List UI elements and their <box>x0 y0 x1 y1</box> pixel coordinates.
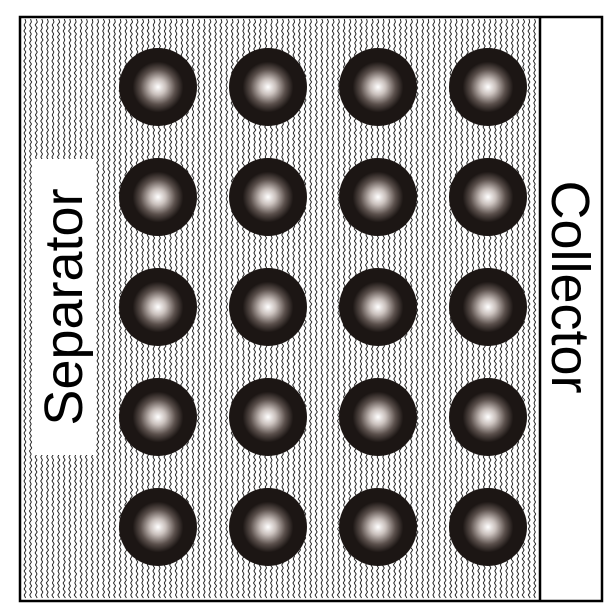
fiber-line <box>533 19 535 598</box>
particle <box>119 48 197 126</box>
fiber-line <box>433 19 435 598</box>
fiber-line <box>326 19 328 598</box>
fiber-line <box>113 19 115 598</box>
fiber-line <box>24 19 26 598</box>
fiber-line <box>427 19 429 598</box>
fiber-line <box>444 19 446 598</box>
particle <box>229 268 307 346</box>
separator-label: Separator <box>37 188 91 425</box>
particle <box>449 488 527 566</box>
fiber-line <box>421 19 423 598</box>
particle <box>339 488 417 566</box>
particle-grid <box>119 48 527 566</box>
particle <box>339 158 417 236</box>
fiber-line <box>528 19 530 598</box>
fiber-line <box>29 19 31 598</box>
fiber-line <box>203 19 205 598</box>
fiber-line <box>225 19 227 598</box>
particle <box>449 158 527 236</box>
fiber-line <box>108 19 110 598</box>
fiber-line <box>438 19 440 598</box>
particle <box>339 268 417 346</box>
particle <box>339 378 417 456</box>
fiber-line <box>197 19 199 598</box>
fiber-line <box>309 19 311 598</box>
particle <box>229 488 307 566</box>
particle <box>229 158 307 236</box>
fiber-line <box>214 19 216 598</box>
particle <box>449 268 527 346</box>
particle <box>119 488 197 566</box>
particle <box>119 158 197 236</box>
fiber-line <box>321 19 323 598</box>
particle <box>229 378 307 456</box>
fiber-line <box>315 19 317 598</box>
fiber-line <box>220 19 222 598</box>
particle <box>229 48 307 126</box>
fiber-line <box>102 19 104 598</box>
particle <box>339 48 417 126</box>
particle <box>119 378 197 456</box>
particle <box>449 48 527 126</box>
fiber-line <box>332 19 334 598</box>
fiber-line <box>97 19 99 598</box>
particle <box>119 268 197 346</box>
particle <box>449 378 527 456</box>
collector-label: Collector <box>543 180 597 393</box>
fiber-line <box>209 19 211 598</box>
